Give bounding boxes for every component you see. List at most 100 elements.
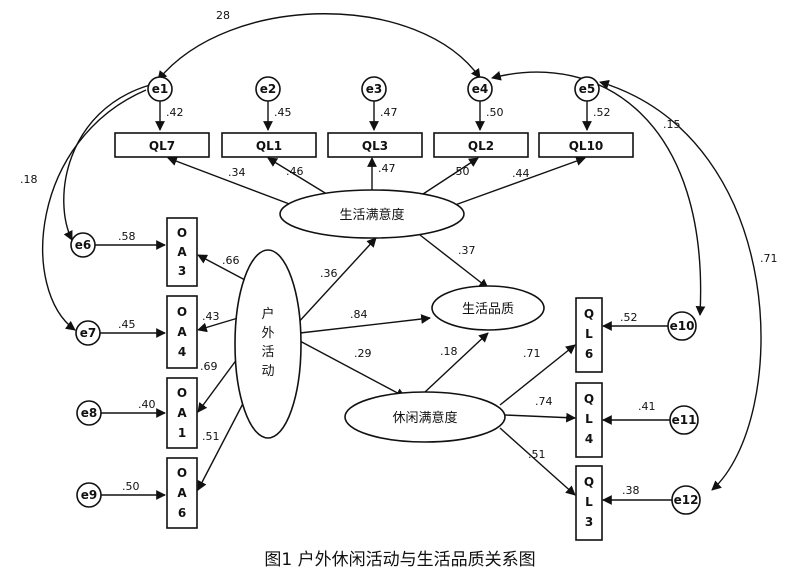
indicator-char: A <box>177 325 187 339</box>
indicator-char: Q <box>584 475 594 489</box>
indicator-label: QL2 <box>468 139 494 153</box>
coef-e8-oa1: .40 <box>138 398 156 411</box>
indicator-char: 6 <box>585 347 593 361</box>
path-oa-ls <box>295 237 377 326</box>
error-e11: e11 <box>669 405 699 435</box>
indicator-ql4-right: Q L 4 <box>575 382 603 458</box>
coef-oa-ls: .36 <box>320 267 338 280</box>
coef-cov-e5-e12: .71 <box>760 252 778 265</box>
error-e12: e12 <box>671 485 701 515</box>
figure-caption: 图1 户外休闲活动与生活品质关系图 <box>264 550 535 570</box>
error-e2: e2 <box>255 76 281 102</box>
coef-e7-oa4: .45 <box>118 318 136 331</box>
coef-ls-ql1: .46 <box>286 165 304 178</box>
cov-e1-e4 <box>157 13 481 81</box>
error-label: e8 <box>81 406 98 420</box>
path-oa-lq <box>299 314 431 334</box>
indicator-ql3: QL3 <box>327 132 423 158</box>
error-label: e12 <box>674 493 699 507</box>
indicator-char: L <box>585 412 593 426</box>
latent-life-quality: 生活品质 <box>431 285 545 331</box>
error-e8: e8 <box>76 400 102 426</box>
latent-label: 休闲满意度 <box>392 410 457 426</box>
error-label: e10 <box>670 319 695 333</box>
error-label: e7 <box>80 326 97 340</box>
path-oa-oa1 <box>197 354 241 413</box>
coef-oa-leis: .29 <box>354 347 372 360</box>
indicator-oa6: O A 6 <box>166 457 198 529</box>
coef-oa-oa3: .66 <box>222 254 240 267</box>
error-e7: e7 <box>75 320 101 346</box>
coef-leis-lq: .18 <box>440 345 458 358</box>
indicator-char: 4 <box>585 432 593 446</box>
latent-char: 外 <box>261 326 274 341</box>
cov-e1-e6 <box>63 84 151 241</box>
coef-oa-oa4: .43 <box>202 310 220 323</box>
indicator-char: A <box>177 486 187 500</box>
path-oa-oa3 <box>197 254 246 281</box>
indicator-char: 4 <box>178 345 186 359</box>
error-e10: e10 <box>667 311 697 341</box>
indicator-char: O <box>177 466 187 480</box>
error-label: e11 <box>672 413 697 427</box>
indicator-ql7: QL7 <box>114 132 210 158</box>
indicator-char: 6 <box>178 506 186 520</box>
path-leis-ql6 <box>499 344 576 406</box>
indicator-char: O <box>177 226 187 240</box>
error-e9: e9 <box>76 482 102 508</box>
coef-leis-ql3: .51 <box>528 448 546 461</box>
path-leis-lq <box>424 332 489 393</box>
indicator-label: QL3 <box>362 139 388 153</box>
indicator-char: O <box>177 305 187 319</box>
coef-e5-ql10: .52 <box>593 106 611 119</box>
coef-oa-oa1: .69 <box>200 360 218 373</box>
path-ls-ql10 <box>454 156 586 206</box>
path-oa-oa6 <box>197 389 251 491</box>
indicator-ql10: QL10 <box>538 132 634 158</box>
error-label: e5 <box>579 82 596 96</box>
coef-e4-ql2: .50 <box>486 106 504 119</box>
indicator-ql1: QL1 <box>221 132 317 158</box>
error-label: e4 <box>472 82 489 96</box>
indicator-ql2: QL2 <box>433 132 529 158</box>
indicator-oa4: O A 4 <box>166 295 198 369</box>
indicator-char: 3 <box>178 264 186 278</box>
indicator-label: QL10 <box>569 139 604 153</box>
error-e6: e6 <box>70 232 96 258</box>
cov-e5-e12 <box>599 79 762 491</box>
coef-leis-ql4: .74 <box>535 395 553 408</box>
indicator-char: L <box>585 327 593 341</box>
coef-leis-ql6: .71 <box>523 347 541 360</box>
latent-char: 动 <box>261 364 274 379</box>
coef-ls-ql2: .50 <box>452 165 470 178</box>
coef-e2-ql1: .45 <box>274 106 292 119</box>
indicator-char: 3 <box>585 515 593 529</box>
indicator-char: A <box>177 245 187 259</box>
latent-label: 生活满意度 <box>339 207 404 223</box>
latent-char: 户 <box>261 306 274 322</box>
latent-char: 活 <box>261 345 274 360</box>
coef-oa-oa6: .51 <box>202 430 220 443</box>
coef-e3-ql3: .47 <box>380 106 398 119</box>
latent-life-satisfaction: 生活满意度 <box>279 189 465 239</box>
coef-oa-lq: .84 <box>350 308 368 321</box>
cov-e1-e7 <box>42 89 147 331</box>
latent-label: 生活品质 <box>462 302 514 317</box>
error-label: e2 <box>260 82 277 96</box>
path-ls-ql2 <box>419 157 479 197</box>
coef-ls-ql10: .44 <box>512 167 530 180</box>
error-label: e9 <box>81 488 98 502</box>
coef-e6-oa3: .58 <box>118 230 136 243</box>
error-e4: e4 <box>467 76 493 102</box>
coef-ls-lq: .37 <box>458 244 476 257</box>
error-e1: e1 <box>147 76 173 102</box>
latent-outdoor-activity: 户 外 活 动 <box>234 249 302 439</box>
coef-e12-ql3: .38 <box>622 484 640 497</box>
path-ls-ql1 <box>267 157 331 197</box>
indicator-oa1: O A 1 <box>166 377 198 449</box>
path-ls-lq <box>419 234 489 289</box>
latent-leisure-satisfaction: 休闲满意度 <box>344 391 506 443</box>
coef-e11-ql4: .41 <box>638 400 656 413</box>
path-ls-ql7 <box>167 156 301 209</box>
error-e3: e3 <box>361 76 387 102</box>
